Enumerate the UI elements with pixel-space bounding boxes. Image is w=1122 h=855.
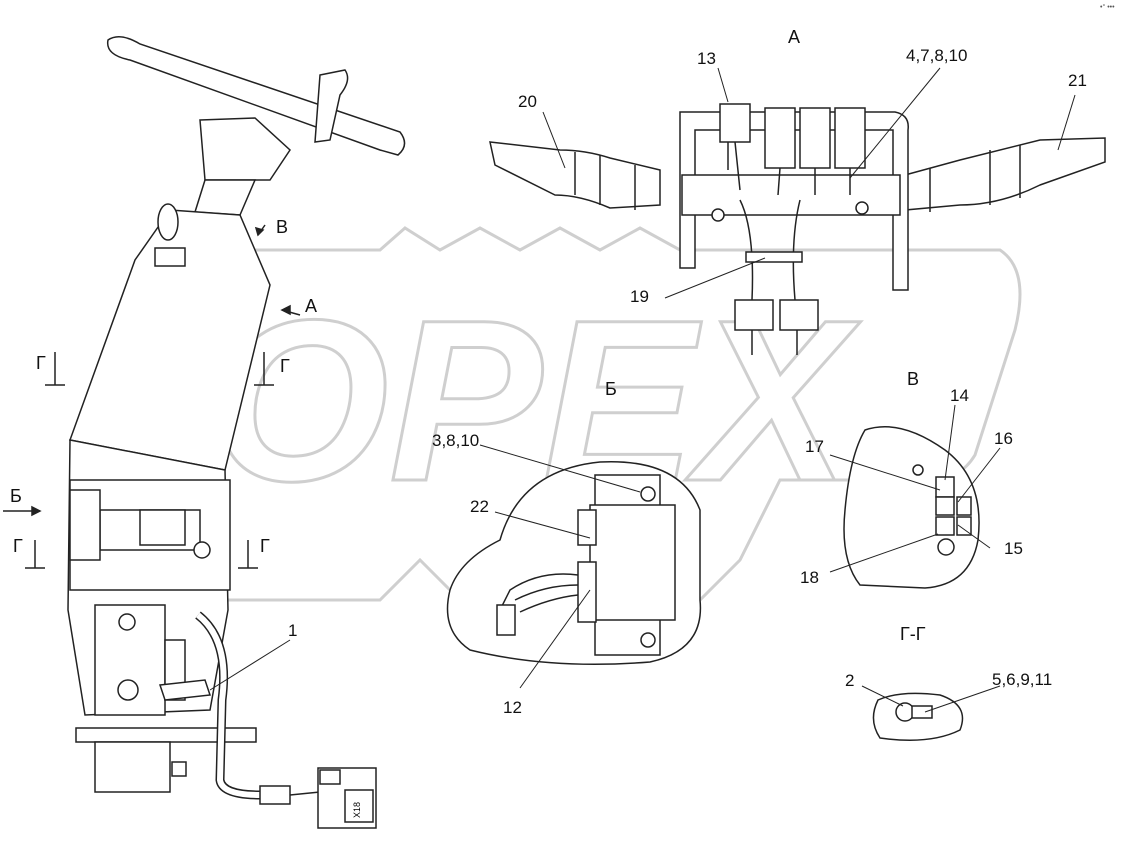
view-b-title: Б xyxy=(605,379,617,399)
callout-18: 18 xyxy=(800,568,819,587)
view-a-title: А xyxy=(788,27,801,47)
section-g-marker-left-top: Г xyxy=(36,353,46,373)
callout-12: 12 xyxy=(503,698,522,717)
section-g-marker-right-bottom: Г xyxy=(260,536,270,556)
callout-17: 17 xyxy=(805,437,824,456)
callout-21: 21 xyxy=(1068,71,1087,90)
callout-15: 15 xyxy=(1004,539,1023,558)
leader-lines xyxy=(209,67,1076,713)
steering-column xyxy=(67,36,406,829)
lever-tip-view-v xyxy=(843,426,980,589)
section-g-marker-right-top: Г xyxy=(280,356,290,376)
callout-16: 16 xyxy=(994,429,1013,448)
view-v-title: В xyxy=(907,369,920,389)
callout-5-6-9-11: 5,6,9,11 xyxy=(992,670,1053,689)
view-v-arrow-label: В xyxy=(276,217,289,237)
corner-mark: •° ••• xyxy=(1100,4,1115,11)
view-b-arrow-label: Б xyxy=(10,486,22,506)
section-g-g-title: Г-Г xyxy=(900,624,926,644)
module-view-b xyxy=(446,460,702,666)
view-a-arrow-label: А xyxy=(305,296,318,316)
callout-14: 14 xyxy=(950,386,969,405)
callout-3-8-10: 3,8,10 xyxy=(432,431,480,450)
callout-22: 22 xyxy=(470,497,489,516)
callout-13: 13 xyxy=(697,49,716,68)
callout-20: 20 xyxy=(518,92,537,111)
callout-2: 2 xyxy=(845,671,855,690)
section-g-g xyxy=(872,692,964,741)
section-g-marker-left-bottom: Г xyxy=(13,536,23,556)
section-markers xyxy=(3,224,301,569)
callout-1: 1 xyxy=(288,621,298,640)
callout-19: 19 xyxy=(630,287,649,306)
callout-4-7-8-10: 4,7,8,10 xyxy=(906,46,968,65)
switch-panel-view-a xyxy=(489,103,1106,355)
connector-label: X18 xyxy=(352,802,362,818)
